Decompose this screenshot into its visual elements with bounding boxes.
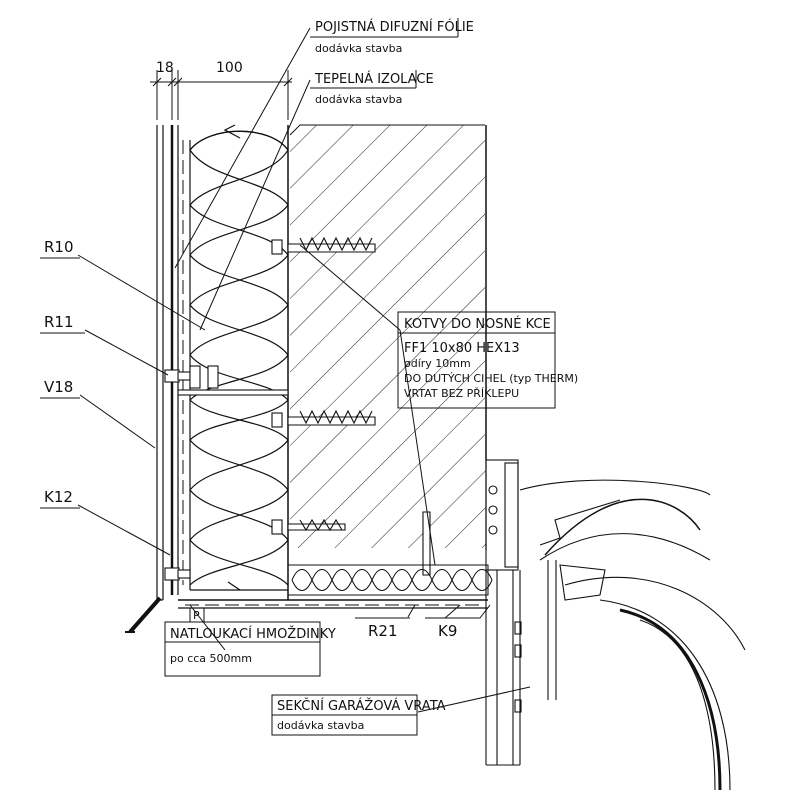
dimension-lines xyxy=(150,70,293,120)
note-dowels-sub: po cca 500mm xyxy=(170,652,252,665)
tag-r21: R21 xyxy=(368,622,398,640)
leader-lines xyxy=(77,27,531,713)
tag-r11: R11 xyxy=(44,313,74,331)
note-door-sub: dodávka stavba xyxy=(277,719,364,732)
dim-insulation-label: 100 xyxy=(216,60,243,76)
note-insulation: TEPELNÁ IZOLACE dodávka stavba xyxy=(310,70,434,106)
wall-brackets xyxy=(164,365,289,581)
soffit-insulation xyxy=(125,564,493,634)
note-anchors-line-4: VRTAT BEZ PŘÍKLEPU xyxy=(404,387,519,400)
note-anchors-line-2: ødíry 10mm xyxy=(404,357,471,370)
note-door-title: SEKČNÍ GARÁŽOVÁ VRATA xyxy=(277,698,446,714)
item-tags xyxy=(40,257,480,619)
cladding-panel xyxy=(156,125,184,601)
tag-r10: R10 xyxy=(44,238,74,256)
note-insulation-title: TEPELNÁ IZOLACE xyxy=(314,71,434,87)
note-anchors-line-1: FF1 10x80 HEX13 xyxy=(404,341,520,356)
note-dowels: NATLOUKACÍ HMOŽDINKY po cca 500mm P xyxy=(164,607,336,677)
note-garage-door: SEKČNÍ GARÁŽOVÁ VRATA dodávka stavba xyxy=(271,694,446,736)
thermal-insulation xyxy=(189,124,289,591)
tag-p: P xyxy=(193,609,200,622)
tag-v18: V18 xyxy=(44,378,73,396)
note-insulation-sub: dodávka stavba xyxy=(315,93,402,106)
note-membrane-title: POJISTNÁ DIFUZNÍ FÓLIE xyxy=(315,19,474,35)
note-anchors-title: KOTVY DO NOSNÉ KCE xyxy=(404,316,551,332)
note-anchors: KOTVY DO NOSNÉ KCE FF1 10x80 HEX13 ødíry… xyxy=(397,311,578,409)
note-membrane: POJISTNÁ DIFUZNÍ FÓLIE dodávka stavba xyxy=(310,18,474,55)
note-membrane-sub: dodávka stavba xyxy=(315,42,402,55)
masonry-wall xyxy=(287,124,487,600)
tag-k12: K12 xyxy=(44,488,73,506)
dim-cladding-label: 18 xyxy=(156,60,174,76)
frame-anchors xyxy=(271,236,431,576)
note-dowels-title: NATLOUKACÍ HMOŽDINKY xyxy=(170,626,336,642)
note-anchors-line-3: DO DUTÝCH CIHEL (typ THERM) xyxy=(404,372,578,385)
tag-k9: K9 xyxy=(438,622,457,640)
garage-door-assembly xyxy=(485,459,746,791)
